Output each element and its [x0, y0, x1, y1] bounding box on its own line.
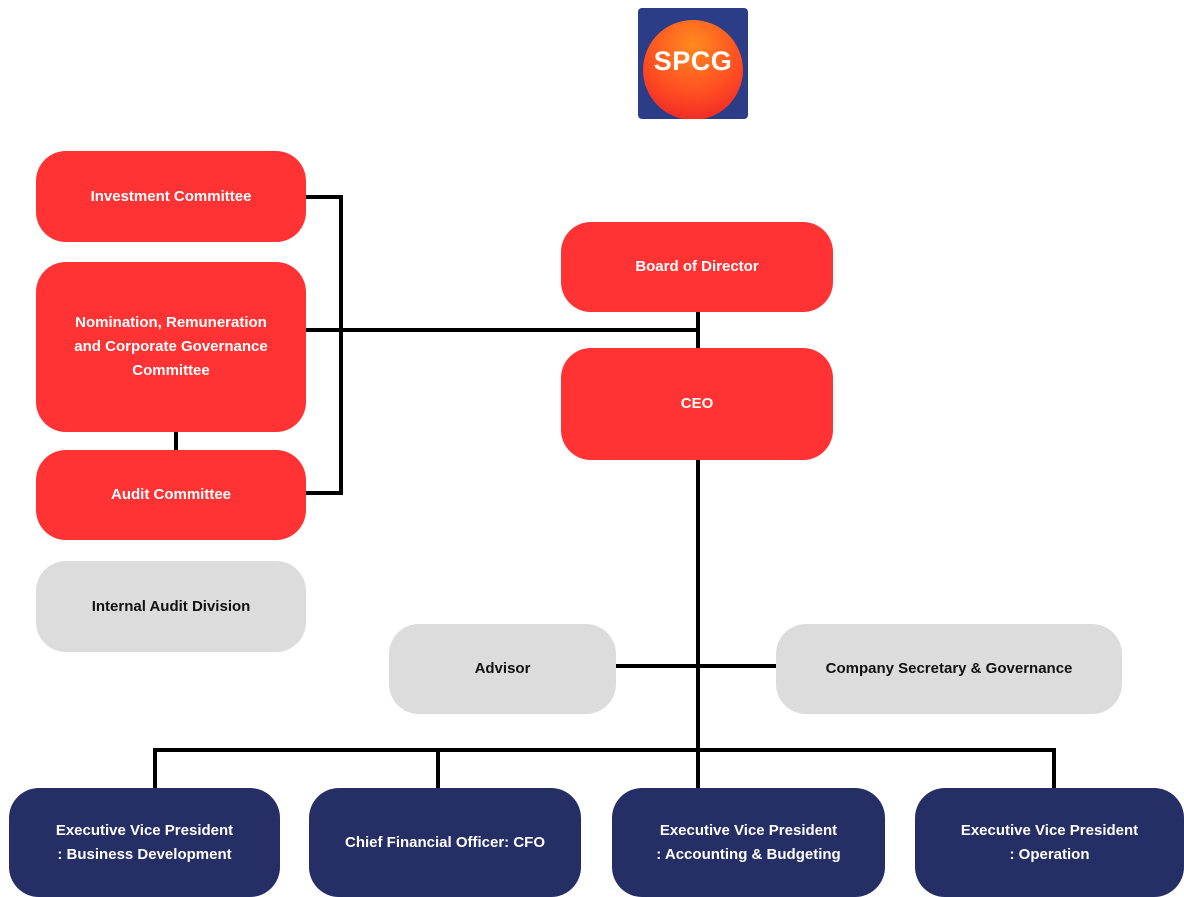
ceo-label: CEO	[680, 395, 714, 412]
company-secretary-box: Company Secretary & Governance	[776, 624, 1122, 714]
nomination-committee-label-line3: Committee	[132, 362, 210, 379]
advisor-box: Advisor	[389, 624, 616, 714]
evp-business-label-line1: Executive Vice President	[55, 821, 234, 839]
advisor-label: Advisor	[474, 660, 531, 677]
board-of-director-label: Board of Director	[635, 258, 759, 275]
evp-business-label-line2: : Business Development	[57, 845, 232, 863]
audit-committee-label: Audit Committee	[111, 486, 231, 503]
audit-committee-box: Audit Committee	[36, 450, 306, 540]
internal-audit-box: Internal Audit Division	[36, 561, 306, 652]
cfo-box: Chief Financial Officer: CFO	[309, 788, 581, 897]
cfo-label: Chief Financial Officer: CFO	[344, 833, 546, 851]
internal-audit-label: Internal Audit Division	[91, 597, 251, 615]
nomination-committee-label-line2: and Corporate Governance	[74, 338, 268, 355]
evp-operation-box: Executive Vice President : Operation	[915, 788, 1184, 897]
nomination-committee-label-line1: Nomination, Remuneration	[75, 314, 267, 331]
spcg-logo: SPCG	[638, 8, 748, 119]
board-of-director-box: Board of Director	[561, 222, 833, 312]
nomination-committee-box: Nomination, Remuneration and Corporate G…	[36, 262, 306, 432]
evp-accounting-label-line1: Executive Vice President	[659, 821, 838, 839]
evp-accounting-label-line2: : Accounting & Budgeting	[656, 845, 841, 863]
investment-committee-label: Investment Committee	[90, 187, 252, 205]
company-secretary-label: Company Secretary & Governance	[825, 660, 1073, 677]
logo-sun-icon	[643, 20, 743, 119]
evp-business-box: Executive Vice President : Business Deve…	[9, 788, 280, 897]
investment-committee-box: Investment Committee	[36, 151, 306, 242]
evp-operation-label-line2: : Operation	[1009, 845, 1090, 863]
ceo-box: CEO	[561, 348, 833, 460]
logo-wordmark: SPCG	[653, 46, 733, 76]
evp-operation-label-line1: Executive Vice President	[960, 821, 1139, 839]
evp-accounting-box: Executive Vice President : Accounting & …	[612, 788, 885, 897]
